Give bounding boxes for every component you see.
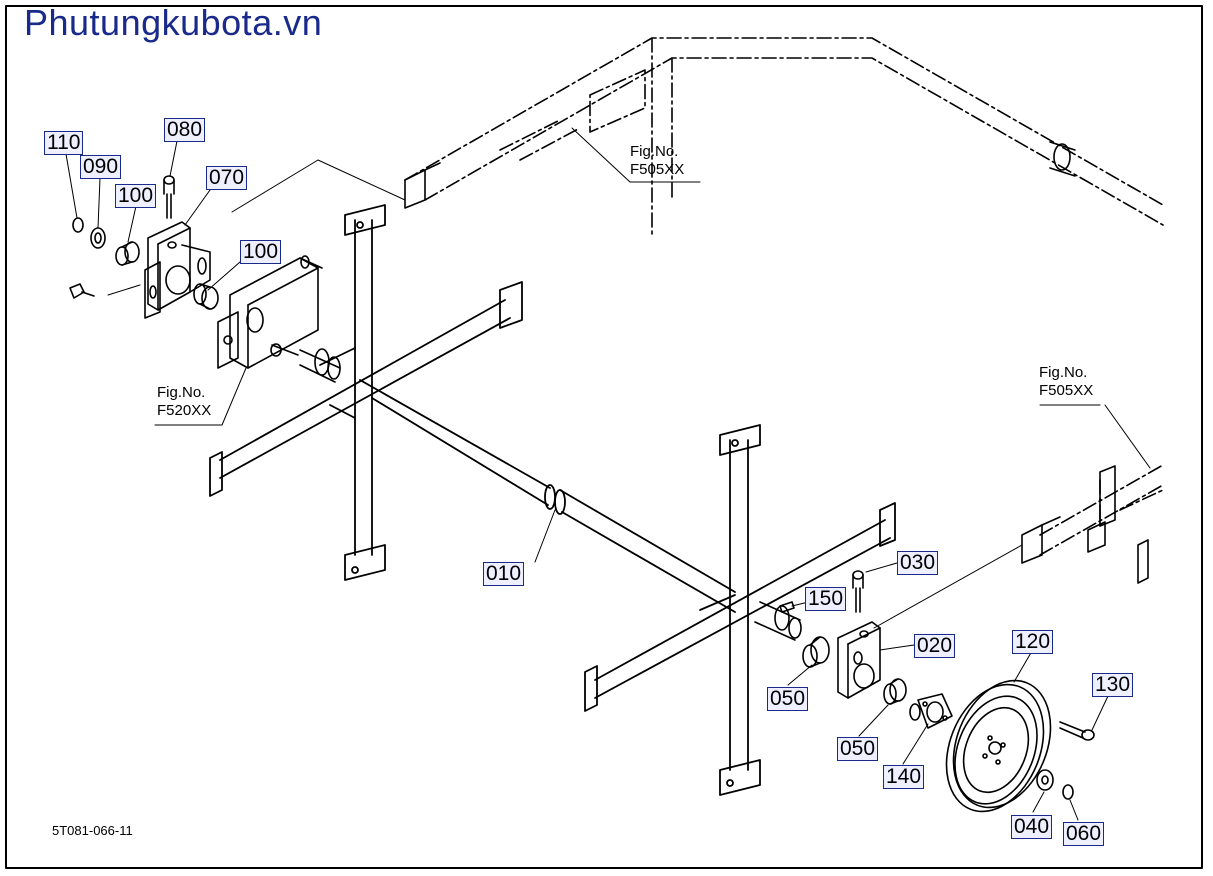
top-frame-phantom xyxy=(405,38,1163,238)
watermark-text: Phutungkubota.vn xyxy=(24,2,323,43)
figure-reference-code: F520XX xyxy=(157,402,212,419)
drawing-number: 5T081-066-11 xyxy=(52,823,133,838)
figure-reference-label: Fig.No. xyxy=(157,384,206,401)
leader-lines xyxy=(66,128,1150,820)
figure-reference-label: Fig.No. xyxy=(630,143,679,160)
part-callout-130[interactable]: 130 xyxy=(1092,673,1134,697)
drawing-border xyxy=(6,6,1202,868)
figure-reference-code: F505XX xyxy=(630,161,685,178)
cross-frame xyxy=(210,205,895,795)
part-callout-080[interactable]: 080 xyxy=(164,118,206,142)
part-callout-140[interactable]: 140 xyxy=(883,765,925,789)
part-callout-050-right[interactable]: 050 xyxy=(837,737,879,761)
part-callout-010[interactable]: 010 xyxy=(483,562,525,586)
part-callout-100-left[interactable]: 100 xyxy=(115,184,157,208)
part-callout-060[interactable]: 060 xyxy=(1063,822,1105,846)
top-frame-stub xyxy=(405,170,425,208)
figure-reference-left[interactable]: Fig.No. F520XX xyxy=(157,384,211,420)
part-callout-100-right[interactable]: 100 xyxy=(240,240,282,264)
part-callout-030[interactable]: 030 xyxy=(897,551,939,575)
part-callout-020[interactable]: 020 xyxy=(914,634,956,658)
figure-reference-label: Fig.No. xyxy=(1039,364,1088,381)
figure-reference-right[interactable]: Fig.No. F505XX xyxy=(1039,364,1093,400)
part-callout-120[interactable]: 120 xyxy=(1012,630,1054,654)
part-callout-090[interactable]: 090 xyxy=(80,155,122,179)
part-callout-110[interactable]: 110 xyxy=(44,131,84,155)
left-bearing-assembly xyxy=(70,176,340,382)
figure-reference-top[interactable]: Fig.No. F505XX xyxy=(630,143,684,179)
right-frame-bracket xyxy=(1100,466,1115,526)
part-callout-150[interactable]: 150 xyxy=(805,587,847,611)
part-callout-040[interactable]: 040 xyxy=(1011,815,1053,839)
part-callout-050-left[interactable]: 050 xyxy=(767,687,809,711)
figure-reference-code: F505XX xyxy=(1039,382,1094,399)
part-callout-070[interactable]: 070 xyxy=(206,166,248,190)
right-bearing-assembly xyxy=(755,571,1094,826)
